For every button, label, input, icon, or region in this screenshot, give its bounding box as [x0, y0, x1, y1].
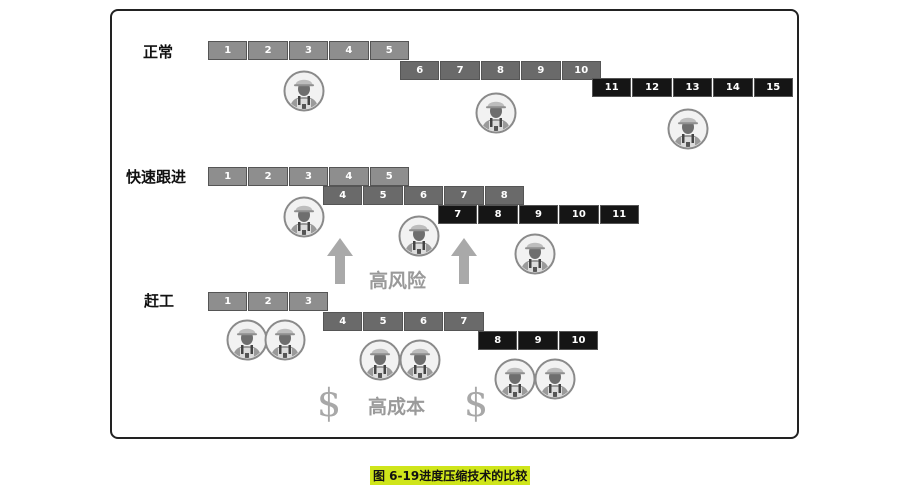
worker-icon — [264, 319, 306, 361]
task-cell: 8 — [480, 61, 521, 80]
worker-icon — [398, 215, 440, 257]
task-cell: 10 — [561, 61, 601, 80]
task-cell: 7 — [444, 312, 484, 331]
task-cell: 11 — [599, 205, 639, 224]
worker-icon — [534, 358, 576, 400]
task-cell: 5 — [363, 186, 403, 205]
task-cell: 7 — [444, 186, 484, 205]
risk-label: 高风险 — [369, 270, 427, 292]
worker-icon — [283, 70, 325, 112]
section-label-fast-tracking: 快速跟进 — [126, 168, 187, 186]
up-arrow-icon — [451, 238, 477, 284]
task-cell: 3 — [288, 292, 329, 311]
worker-icon — [475, 92, 517, 134]
worker-icon — [399, 339, 441, 381]
task-cell: 9 — [518, 331, 558, 350]
task-cell: 11 — [592, 78, 632, 97]
up-arrow-icon — [327, 238, 353, 284]
task-cell: 5 — [363, 312, 403, 331]
task-cell: 3 — [288, 41, 329, 60]
task-cell: 6 — [400, 61, 440, 80]
dollar-icon: $ — [317, 381, 342, 425]
task-cell: 7 — [440, 61, 480, 80]
task-cell: 9 — [518, 205, 559, 224]
task-cell: 10 — [558, 331, 599, 350]
section-label-crashing: 赶工 — [144, 292, 175, 310]
worker-icon — [283, 196, 325, 238]
task-cell: 1 — [208, 41, 248, 60]
worker-icon — [359, 339, 401, 381]
task-cell: 3 — [288, 167, 329, 186]
worker-icon — [667, 108, 709, 150]
cost-label: 高成本 — [368, 396, 426, 418]
task-cell: 5 — [369, 167, 409, 186]
task-cell: 4 — [329, 167, 369, 186]
task-cell: 15 — [753, 78, 793, 97]
task-cell: 6 — [403, 312, 444, 331]
task-cell: 9 — [521, 61, 561, 80]
task-cell: 8 — [478, 331, 518, 350]
worker-icon — [226, 319, 268, 361]
figure-caption: 图 6-19进度压缩技术的比较 — [370, 466, 531, 485]
task-cell: 8 — [484, 186, 524, 205]
task-cell: 7 — [438, 205, 478, 224]
task-cell: 2 — [248, 41, 288, 60]
dollar-icon: $ — [464, 381, 489, 425]
task-cell: 10 — [559, 205, 599, 224]
section-label-normal: 正常 — [143, 43, 174, 61]
task-cell: 4 — [329, 41, 369, 60]
task-cell: 6 — [403, 186, 444, 205]
task-cell: 1 — [208, 292, 248, 311]
task-cell: 5 — [369, 41, 409, 60]
task-cell: 4 — [323, 186, 363, 205]
task-cell: 1 — [208, 167, 248, 186]
task-cell: 12 — [632, 78, 672, 97]
task-cell: 13 — [672, 78, 713, 97]
task-cell: 4 — [323, 312, 363, 331]
worker-icon — [514, 233, 556, 275]
task-cell: 2 — [248, 292, 288, 311]
worker-icon — [494, 358, 536, 400]
task-cell: 14 — [713, 78, 753, 97]
task-cell: 8 — [478, 205, 518, 224]
task-cell: 2 — [248, 167, 288, 186]
